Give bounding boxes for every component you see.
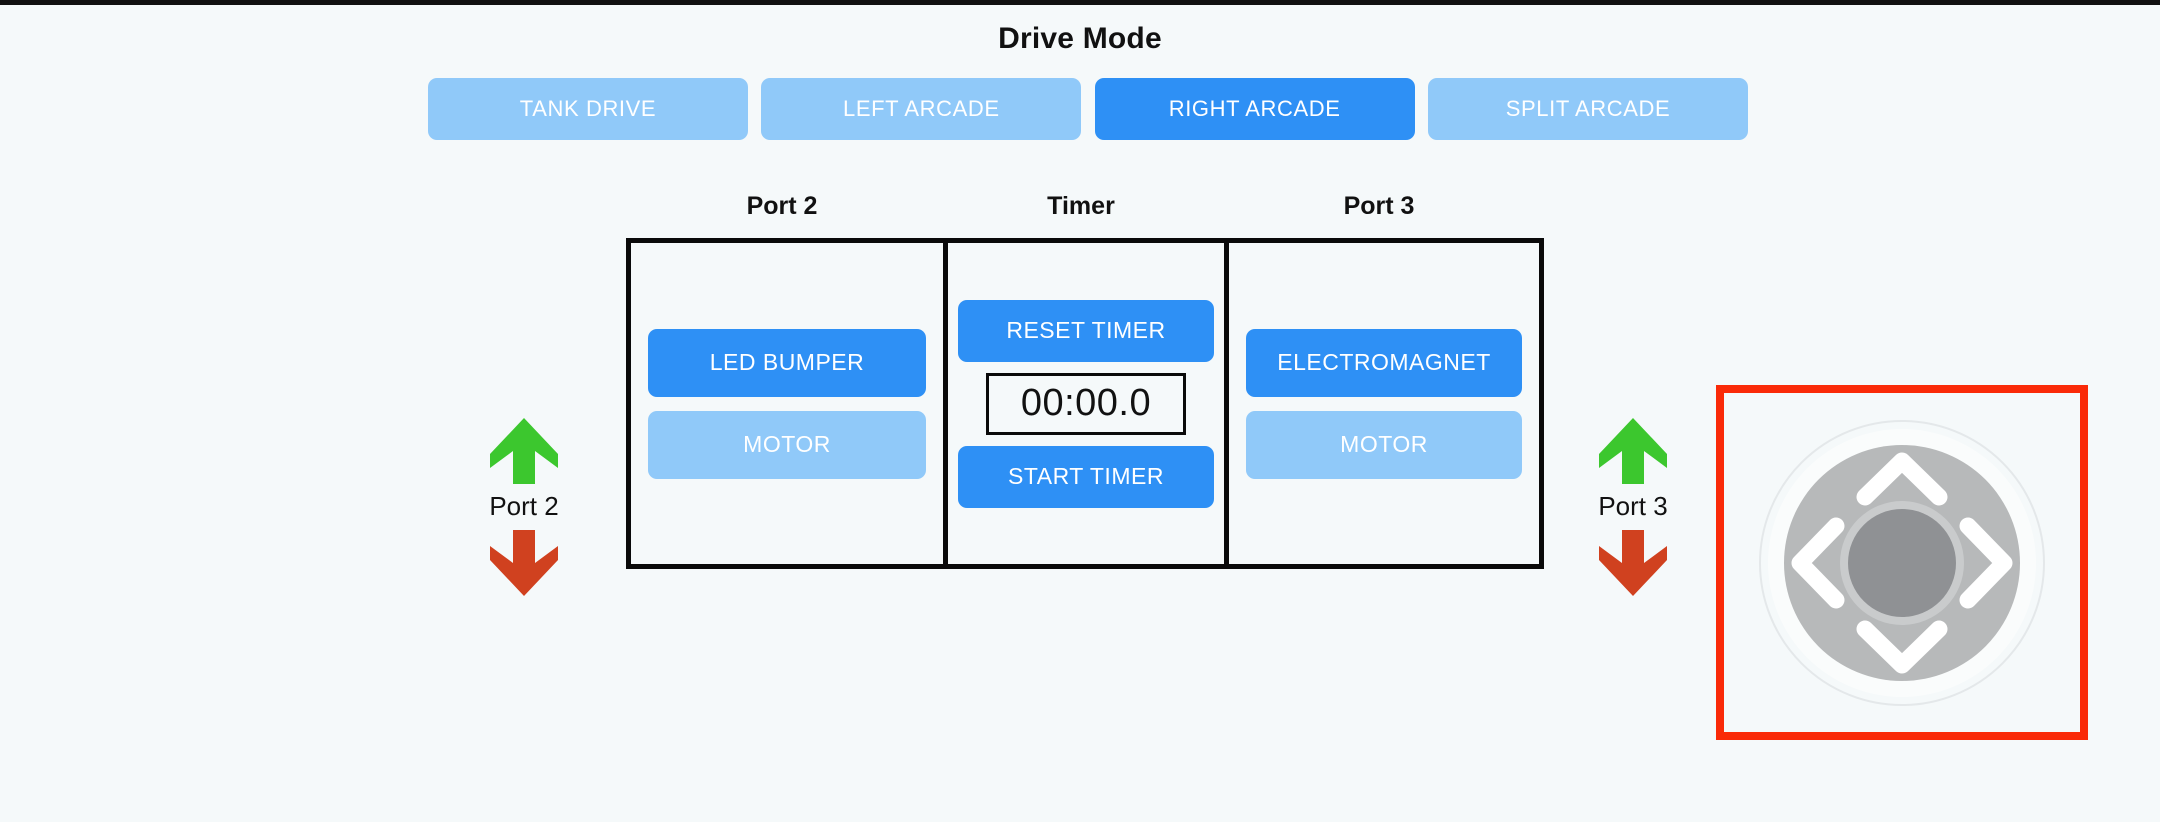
port3-panel: ELECTROMAGNET MOTOR	[1229, 243, 1539, 564]
dpad-center-button[interactable]	[1848, 508, 1956, 617]
panel-header-port2: Port 2	[746, 192, 818, 220]
port3-arrow-down-icon[interactable]	[1597, 527, 1669, 599]
dpad-icon[interactable]	[1752, 413, 2052, 713]
port3-arrow-up-icon[interactable]	[1597, 415, 1669, 487]
port2-arrow-controls: Port 2	[444, 415, 604, 599]
timer-display: 00:00.0	[986, 372, 1186, 435]
port3-motor-button[interactable]: MOTOR	[1246, 410, 1522, 479]
panel-header-timer: Timer	[1047, 192, 1115, 220]
dpad-highlight-frame	[1716, 385, 2088, 740]
port3-arrow-controls: Port 3	[1553, 415, 1713, 599]
page-title: Drive Mode	[998, 22, 1162, 55]
port2-arrow-up-icon[interactable]	[488, 415, 560, 487]
dpad-up-arrow-icon[interactable]	[1856, 452, 1948, 505]
drive-mode-left-arcade-button[interactable]: LEFT ARCADE	[761, 78, 1082, 140]
top-edge-strip	[0, 0, 2160, 5]
timer-panel: RESET TIMER 00:00.0 START TIMER	[943, 243, 1229, 564]
drive-mode-right-arcade-button[interactable]: RIGHT ARCADE	[1094, 78, 1415, 140]
dpad-left-arrow-icon[interactable]	[1791, 517, 1845, 608]
control-panel-group: LED BUMPER MOTOR RESET TIMER 00:00.0 STA…	[626, 238, 1544, 569]
drive-mode-split-arcade-button[interactable]: SPLIT ARCADE	[1427, 78, 1748, 140]
drive-mode-tank-drive-button[interactable]: TANK DRIVE	[428, 78, 748, 140]
port2-label: Port 2	[489, 491, 559, 521]
port2-motor-button[interactable]: MOTOR	[648, 410, 926, 479]
port3-label: Port 3	[1598, 491, 1668, 521]
panel-header-port3: Port 3	[1343, 192, 1415, 220]
drive-mode-button-group: TANK DRIVE LEFT ARCADE RIGHT ARCADE SPLI…	[428, 78, 1748, 140]
dpad-right-arrow-icon[interactable]	[1959, 517, 2013, 608]
led-bumper-button[interactable]: LED BUMPER	[648, 328, 926, 397]
port2-panel: LED BUMPER MOTOR	[631, 243, 943, 564]
electromagnet-button[interactable]: ELECTROMAGNET	[1246, 328, 1522, 397]
port2-arrow-down-icon[interactable]	[488, 527, 560, 599]
start-timer-button[interactable]: START TIMER	[958, 445, 1214, 508]
dpad-down-arrow-icon[interactable]	[1856, 620, 1948, 673]
panel-header-row: Port 2 Timer Port 3	[626, 192, 1534, 221]
reset-timer-button[interactable]: RESET TIMER	[958, 299, 1214, 362]
